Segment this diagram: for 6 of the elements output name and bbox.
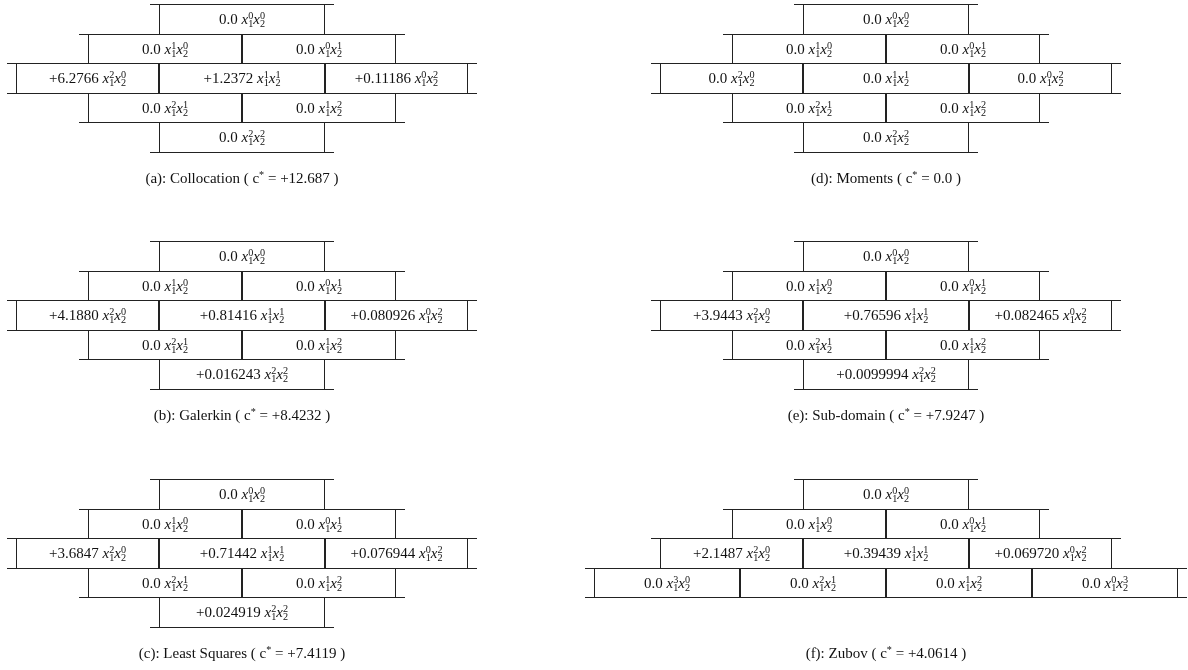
- figure-caption: (b): Galerkin ( c$^{*}$ = +8.4232 ): [153, 407, 331, 424]
- figure-caption: (e): Sub-domain ( c$^{*}$ = +7.9247 ): [787, 407, 985, 424]
- figure-caption: (d): Moments ( c$^{*}$ = 0.0 ): [811, 170, 961, 187]
- figure-caption: (c): Least Squares ( c$^{*}$ = +7.4119 ): [138, 645, 346, 662]
- figure-caption: (a): Collocation ( c$^{*}$ = +12.687 ): [145, 170, 339, 187]
- figure-caption: (f): Zubov ( c$^{*}$ = +4.0614 ): [805, 645, 967, 662]
